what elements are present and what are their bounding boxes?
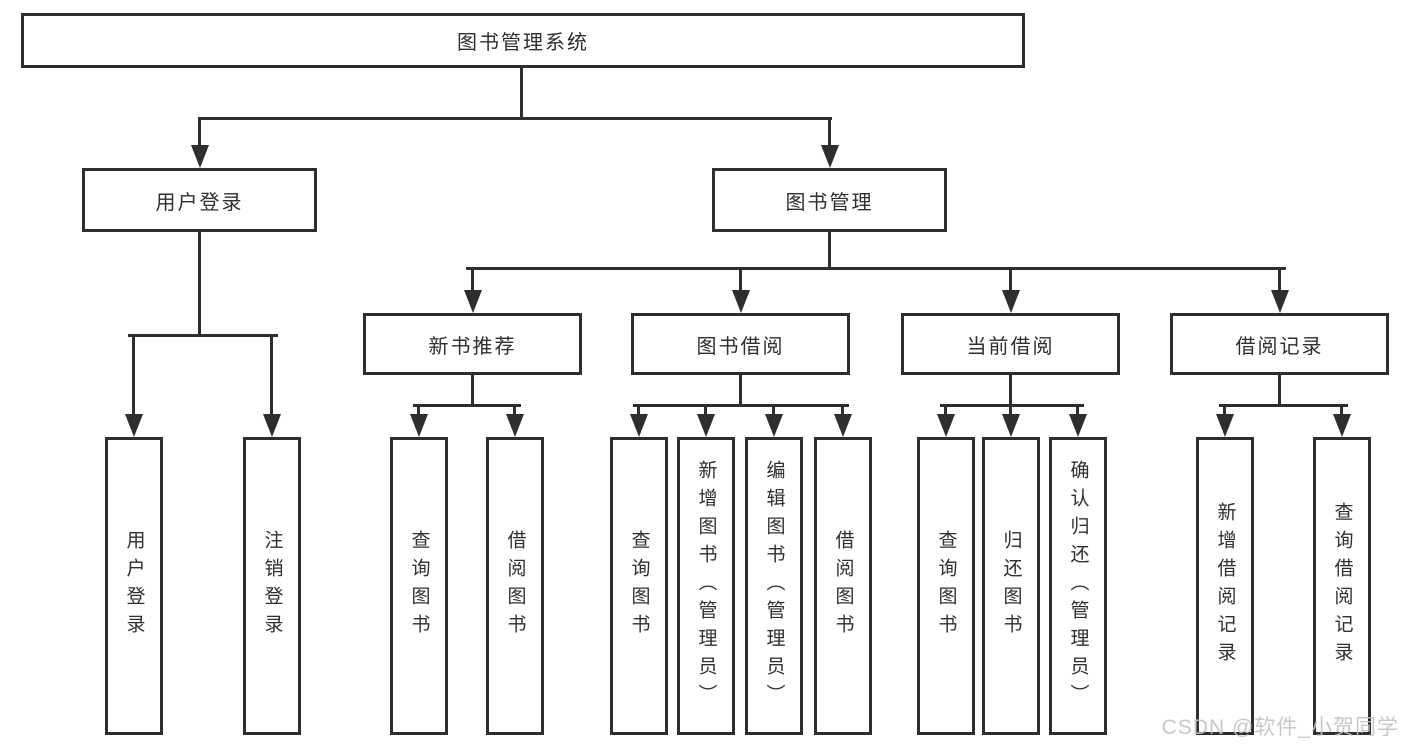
node-user-login-label: 用户登录 [155,191,244,214]
node-borrowing-records-label: 借阅记录 [1235,335,1324,358]
arrow-down-icon [732,290,750,313]
leaf-add-borrow-record: 新增借阅记录 [1196,437,1254,735]
connector-line [633,404,849,407]
arrow-down-icon [1002,290,1020,313]
connector-line [739,375,742,405]
arrow-down-icon [765,414,783,437]
arrow-down-icon [1002,414,1020,437]
connector-line [132,336,135,416]
leaf-query-books-borrowing-label: 查询图书 [628,530,650,642]
connector-line [944,406,947,416]
node-user-login: 用户登录 [82,168,317,232]
arrow-down-icon [1271,290,1289,313]
arrow-down-icon [630,414,648,437]
leaf-logout-login: 注销登录 [243,437,301,735]
node-book-borrowing: 图书借阅 [631,313,850,375]
leaf-add-borrow-record-label: 新增借阅记录 [1214,502,1236,670]
connector-line [513,406,516,416]
leaf-edit-book-admin: 编辑图书（管理员） [745,437,803,735]
connector-line [471,375,474,405]
node-book-management: 图书管理 [712,168,947,232]
arrow-down-icon [125,414,143,437]
connector-line [772,406,775,416]
connector-line [704,406,707,416]
connector-line [828,119,831,147]
leaf-query-books-recommend-label: 查询图书 [408,530,430,642]
leaf-add-book-admin-label: 新增图书（管理员） [695,460,717,712]
node-borrowing-records: 借阅记录 [1170,313,1389,375]
connector-line [417,406,420,416]
arrow-down-icon [937,414,955,437]
connector-line [1278,269,1281,293]
connector-line [198,117,832,120]
connector-line [940,404,1084,407]
node-new-book-recommend: 新书推荐 [363,313,582,375]
connector-line [1009,406,1012,416]
leaf-query-books-current: 查询图书 [917,437,975,735]
connector-line [1278,375,1281,405]
arrow-down-icon [191,145,209,168]
watermark: CSDN @软件_小贺同学 [1161,716,1399,739]
leaf-confirm-return-admin-label: 确认归还（管理员） [1067,460,1089,712]
leaf-logout-login-label: 注销登录 [261,530,283,642]
node-new-book-recommend-label: 新书推荐 [428,335,517,358]
leaf-query-borrow-record-label: 查询借阅记录 [1331,502,1353,670]
connector-line [1009,375,1012,405]
arrow-down-icon [1069,414,1087,437]
connector-line [1340,406,1343,416]
connector-line [520,68,523,118]
arrow-down-icon [410,414,428,437]
leaf-add-book-admin: 新增图书（管理员） [677,437,735,735]
arrow-down-icon [697,414,715,437]
node-book-management-label: 图书管理 [785,191,874,214]
leaf-user-login-label: 用户登录 [123,530,145,642]
node-book-borrowing-label: 图书借阅 [696,335,785,358]
connector-line [1009,269,1012,293]
leaf-user-login: 用户登录 [105,437,163,735]
connector-line [471,269,474,293]
leaf-borrow-books-recommend-label: 借阅图书 [504,530,526,642]
leaf-return-books: 归还图书 [982,437,1040,735]
leaf-borrow-books-recommend: 借阅图书 [486,437,544,735]
arrow-down-icon [821,145,839,168]
connector-line [466,267,1286,270]
connector-line [828,232,831,268]
connector-line [1219,404,1348,407]
connector-line [1076,406,1079,416]
connector-line [739,269,742,293]
leaf-confirm-return-admin: 确认归还（管理员） [1049,437,1107,735]
arrow-down-icon [464,290,482,313]
leaf-borrow-books-borrowing-label: 借阅图书 [832,530,854,642]
node-current-borrowing-label: 当前借阅 [966,335,1055,358]
node-root-label: 图书管理系统 [457,32,589,54]
connector-line [198,119,201,147]
connector-line [413,404,521,407]
leaf-query-books-recommend: 查询图书 [390,437,448,735]
connector-line [1223,406,1226,416]
arrow-down-icon [834,414,852,437]
node-root: 图书管理系统 [21,13,1025,68]
arrow-down-icon [1333,414,1351,437]
leaf-return-books-label: 归还图书 [1000,530,1022,642]
connector-line [841,406,844,416]
connector-line [270,336,273,416]
leaf-query-borrow-record: 查询借阅记录 [1313,437,1371,735]
arrow-down-icon [1216,414,1234,437]
leaf-query-books-borrowing: 查询图书 [610,437,668,735]
connector-line [637,406,640,416]
arrow-down-icon [263,414,281,437]
leaf-borrow-books-borrowing: 借阅图书 [814,437,872,735]
leaf-query-books-current-label: 查询图书 [935,530,957,642]
arrow-down-icon [506,414,524,437]
connector-line [198,232,201,335]
connector-line [128,334,278,337]
leaf-edit-book-admin-label: 编辑图书（管理员） [763,460,785,712]
node-current-borrowing: 当前借阅 [901,313,1120,375]
